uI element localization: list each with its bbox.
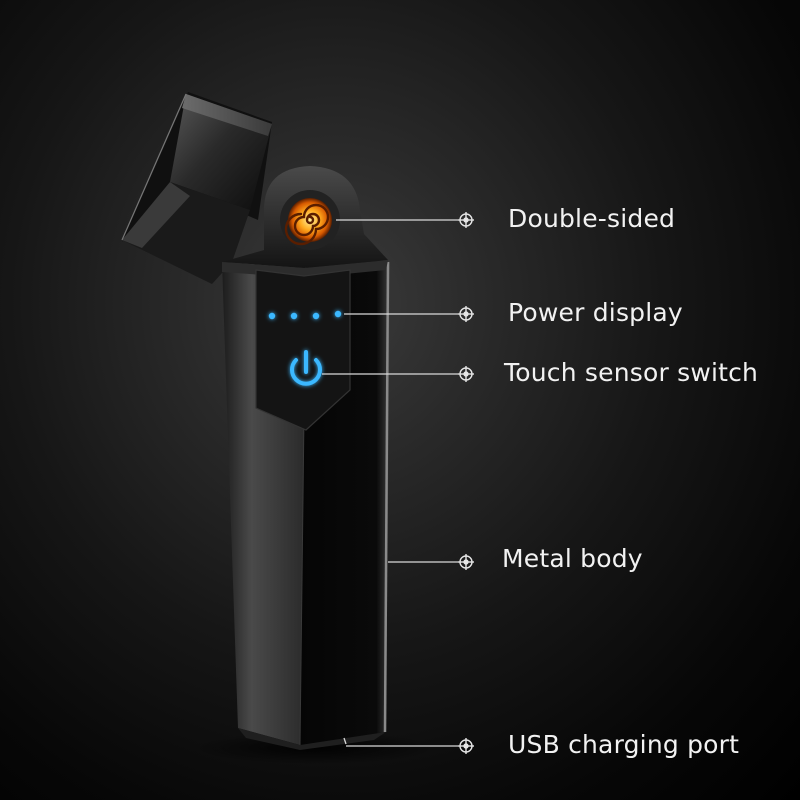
callout-double-sided: Double-sided: [508, 204, 676, 233]
power-led: [312, 312, 320, 320]
power-display-leds: [268, 310, 342, 320]
heating-coil-icon: [288, 198, 332, 242]
crosshair-marker-icon: [458, 212, 474, 228]
power-led: [334, 310, 342, 318]
lighter-head: [222, 166, 388, 431]
leader-lines: [322, 219, 458, 747]
crosshair-marker-icon: [458, 306, 474, 322]
crosshair-marker-icon: [458, 738, 474, 754]
callout-power-display: Power display: [508, 298, 683, 327]
crosshair-markers: [458, 212, 474, 754]
power-led: [290, 312, 298, 320]
lighter-lid: [121, 92, 272, 284]
power-led: [268, 312, 276, 320]
leader-line-usb-port: [343, 737, 347, 745]
callout-touch-sensor-switch: Touch sensor switch: [504, 358, 759, 387]
crosshair-marker-icon: [458, 554, 474, 570]
crosshair-marker-icon: [458, 366, 474, 382]
power-icon[interactable]: [290, 350, 322, 386]
callout-metal-body: Metal body: [502, 544, 643, 573]
callout-usb-charging-port: USB charging port: [508, 730, 740, 759]
